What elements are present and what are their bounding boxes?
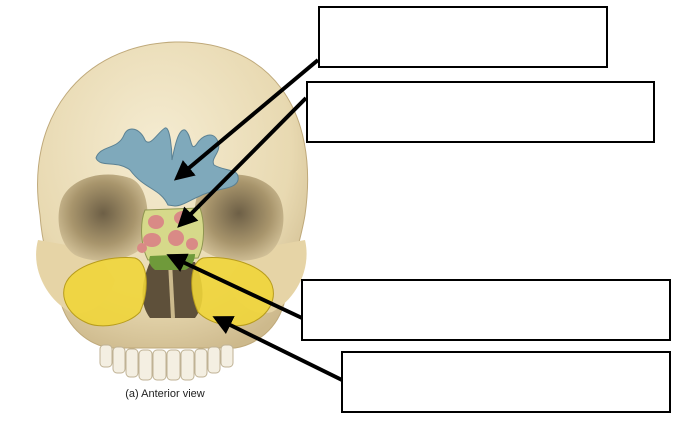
right-orbit [194,174,284,261]
figure-caption: (a) Anterior view [125,388,205,400]
label-box-3[interactable] [301,279,671,341]
pointer-arrow-3 [166,253,303,320]
left-orbit [58,174,148,261]
pointer-arrow-4 [212,316,343,382]
ethmoid-cell [148,215,164,229]
pointer-arrow-2 [177,96,308,228]
ethmoid-cell [168,230,184,246]
label-box-4[interactable] [341,351,671,413]
ethmoid-cell [186,238,198,250]
label-box-2[interactable] [306,81,655,143]
upper-teeth [99,344,234,381]
ethmoid-cell [143,233,161,247]
label-box-1[interactable] [318,6,608,68]
ethmoid-cell [137,243,147,253]
left-maxillary-sinus [63,256,147,327]
frontal-sinus [95,127,239,207]
pointer-arrow-1 [173,58,320,181]
